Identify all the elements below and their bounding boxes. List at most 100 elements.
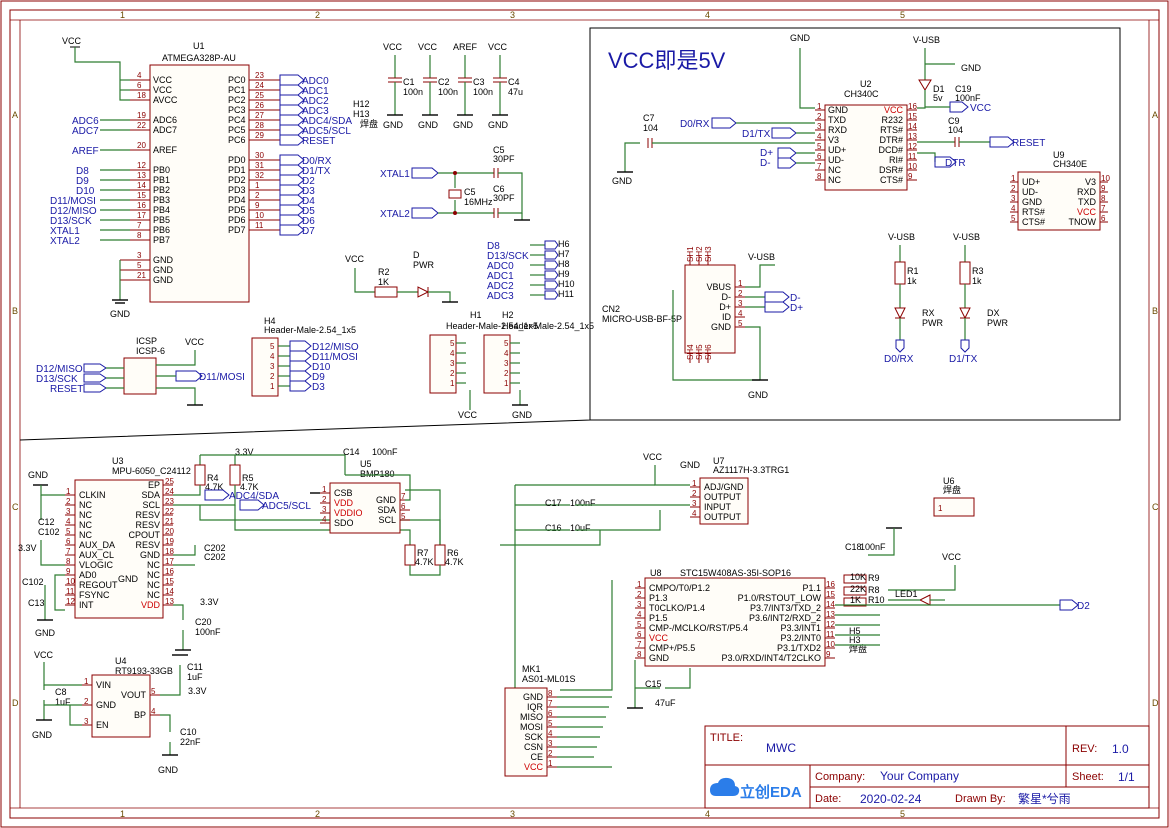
pin-number: 6 bbox=[1101, 214, 1106, 223]
net-flag bbox=[289, 360, 312, 372]
pin-number: 1 bbox=[817, 102, 822, 111]
svg-text:C11: C11 bbox=[187, 662, 203, 672]
u8-wiring: C18 100nF VCC 10K R9 22K R8 1K R10 LED1 … bbox=[560, 527, 1090, 709]
led-value: PWR bbox=[922, 318, 943, 328]
pin-number: 1 bbox=[1011, 174, 1016, 183]
pin-number: 8 bbox=[548, 689, 553, 698]
pad-ref: H10 bbox=[558, 279, 575, 289]
frame-col-label: 3 bbox=[510, 10, 515, 20]
svg-text:R6: R6 bbox=[447, 548, 459, 558]
pin-number: 4 bbox=[738, 309, 743, 318]
svg-text:C18: C18 bbox=[845, 542, 862, 552]
pin-label: ADC7 bbox=[153, 125, 177, 135]
svg-text:U4: U4 bbox=[115, 656, 127, 666]
pin-number: 7 bbox=[548, 699, 553, 708]
svg-text:GND: GND bbox=[512, 410, 533, 420]
pin-label: DTR# bbox=[879, 135, 903, 145]
pin-label: NC bbox=[147, 560, 160, 570]
svg-text:ICSP: ICSP bbox=[136, 336, 157, 346]
pin-label: GND bbox=[376, 495, 397, 505]
pin-label: GND bbox=[96, 700, 117, 710]
pin-label: OUTPUT bbox=[704, 492, 742, 502]
pin-number: 3 bbox=[450, 359, 455, 368]
svg-text:GND: GND bbox=[118, 574, 139, 584]
net-label: D5 bbox=[302, 206, 315, 217]
pin-number: 19 bbox=[137, 111, 146, 120]
svg-text:XTAL1: XTAL1 bbox=[380, 169, 410, 180]
pin-label: RTS# bbox=[1022, 207, 1045, 217]
svg-text:GND: GND bbox=[158, 765, 179, 775]
net-label: D0/RX bbox=[302, 156, 332, 167]
svg-text:H1: H1 bbox=[470, 310, 482, 320]
pin-label: P3.1/TXD2 bbox=[777, 643, 821, 653]
pin-label: SDA bbox=[141, 490, 160, 500]
svg-text:16MHz: 16MHz bbox=[464, 197, 493, 207]
pin-label: EN bbox=[96, 720, 109, 730]
pin-number: 20 bbox=[137, 141, 146, 150]
frame-col-label: 1 bbox=[120, 809, 125, 819]
net-label: D2 bbox=[302, 176, 315, 187]
pin-number: 14 bbox=[137, 181, 146, 190]
svg-text:XTAL2: XTAL2 bbox=[380, 209, 410, 220]
svg-text:H3: H3 bbox=[849, 635, 861, 645]
pin-number: 7 bbox=[66, 547, 71, 556]
svg-text:MICRO-USB-BF-5P: MICRO-USB-BF-5P bbox=[602, 314, 682, 324]
pin-label: PD4 bbox=[228, 195, 246, 205]
pin-label: RESV bbox=[135, 510, 160, 520]
net-flag bbox=[279, 224, 305, 236]
pin-number: 25 bbox=[165, 477, 174, 486]
pin-label: PC2 bbox=[228, 95, 246, 105]
pin-label: VCC bbox=[649, 633, 669, 643]
svg-text:C13: C13 bbox=[28, 598, 45, 608]
svg-text:4.7K: 4.7K bbox=[415, 557, 434, 567]
pin-label: UD+ bbox=[828, 145, 846, 155]
pin-label: AD0 bbox=[79, 570, 97, 580]
pin-label: CMPO/T0/P1.2 bbox=[649, 583, 710, 593]
pin-label: DCD# bbox=[878, 145, 903, 155]
svg-text:GND: GND bbox=[612, 176, 633, 186]
pin-label: GND bbox=[153, 255, 174, 265]
pin-number: 15 bbox=[137, 191, 146, 200]
cap-value: 47u bbox=[508, 87, 523, 97]
pin-label: EP bbox=[148, 480, 160, 490]
pin-number: 15 bbox=[908, 112, 917, 121]
pin-number: 1 bbox=[637, 580, 642, 589]
pin-number: 30 bbox=[255, 151, 264, 160]
net-label: ADC3 bbox=[487, 291, 514, 302]
pin-label: VCC bbox=[153, 85, 173, 95]
net-label: D11/MOSI bbox=[312, 352, 358, 363]
pin-number: 2 bbox=[1011, 184, 1016, 193]
net-flag bbox=[289, 380, 312, 392]
pin-label: NC bbox=[79, 510, 92, 520]
pin-number: 3 bbox=[504, 359, 509, 368]
net-label: D12/MISO bbox=[50, 206, 97, 217]
svg-text:30PF: 30PF bbox=[493, 193, 515, 203]
svg-text:C6: C6 bbox=[493, 184, 505, 194]
pin-number: 10 bbox=[1101, 174, 1110, 183]
pin-label: OUTPUT bbox=[704, 512, 742, 522]
pin-number: 5 bbox=[137, 261, 142, 270]
net-flag bbox=[279, 114, 305, 126]
pin-label: NC bbox=[828, 165, 841, 175]
net-flag bbox=[279, 154, 305, 166]
pin-number: 11 bbox=[908, 152, 917, 161]
pin-number: 3 bbox=[1011, 194, 1016, 203]
pin-number: 6 bbox=[817, 152, 822, 161]
svg-text:U3: U3 bbox=[112, 456, 124, 466]
net-label: D12/MISO bbox=[36, 364, 83, 375]
pin-number: 23 bbox=[255, 71, 264, 80]
pin-number: 10 bbox=[255, 211, 264, 220]
pin-number: 2 bbox=[270, 372, 275, 381]
svg-text:RT9193-33GB: RT9193-33GB bbox=[115, 666, 173, 676]
svg-text:RESET: RESET bbox=[1012, 138, 1045, 149]
net-label: D7 bbox=[302, 226, 315, 237]
pin-label: CLKIN bbox=[79, 490, 106, 500]
pin-number: 3 bbox=[322, 505, 327, 514]
svg-text:C9: C9 bbox=[948, 116, 960, 126]
net-label: D3 bbox=[312, 382, 325, 393]
frame-col-label: 4 bbox=[705, 10, 710, 20]
pin-number: 13 bbox=[908, 132, 917, 141]
pin-number: 3 bbox=[817, 122, 822, 131]
svg-text:VCC: VCC bbox=[942, 552, 962, 562]
